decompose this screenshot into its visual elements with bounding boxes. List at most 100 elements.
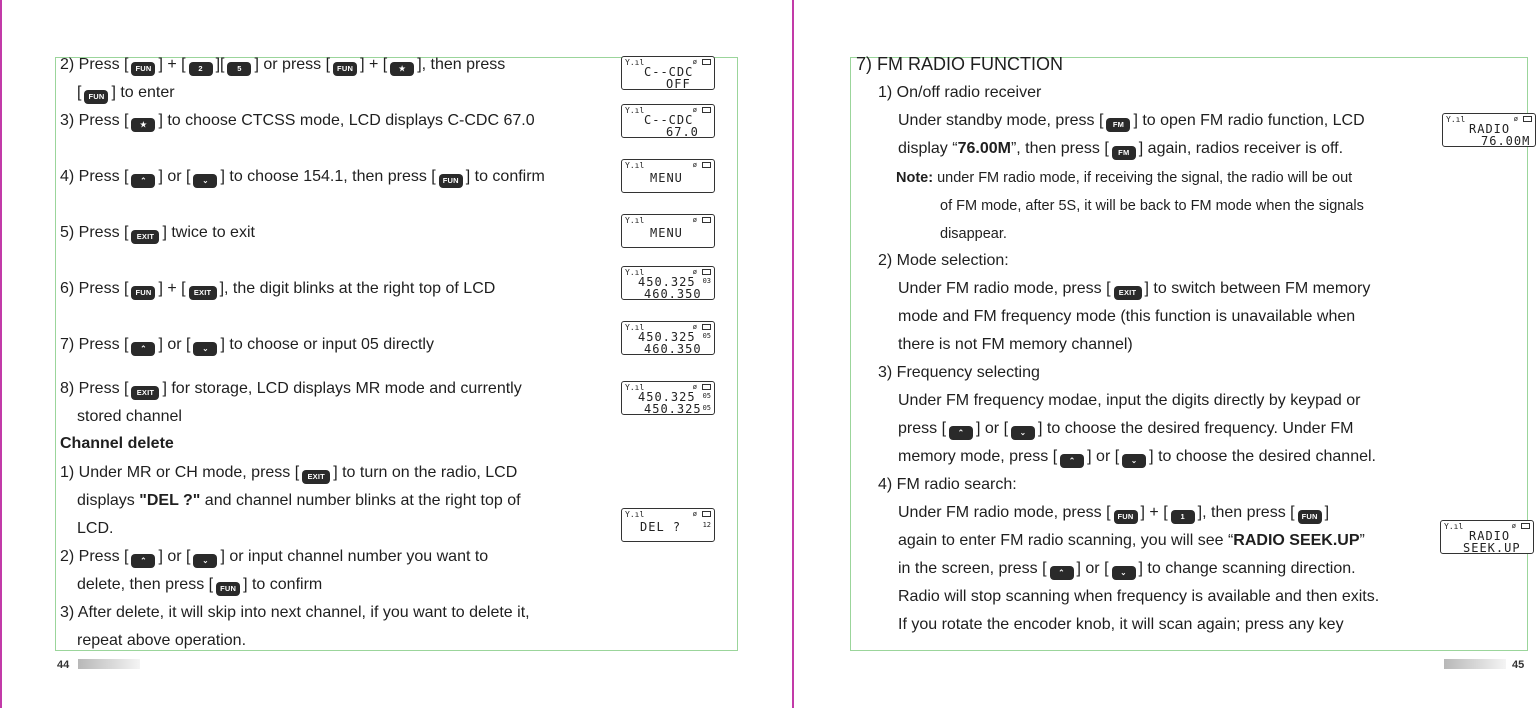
- note-line-3: disappear.: [940, 226, 1007, 242]
- down-key-icon: ⌄: [193, 342, 218, 356]
- fm-step-4a: Under FM radio mode, press [FUN] + [1], …: [898, 503, 1329, 524]
- fm-key-icon: FM: [1106, 118, 1131, 132]
- exit-key-icon: EXIT: [1113, 286, 1142, 300]
- step-7-line: 7) Press [⌃] or [⌄] to choose or input 0…: [60, 335, 434, 356]
- fm-step-2a: Under FM radio mode, press [EXIT] to swi…: [898, 279, 1370, 300]
- exit-key-icon: EXIT: [188, 286, 217, 300]
- left-page-panel: [55, 57, 738, 651]
- delete-step-2: 2) Press [⌃] or [⌄] or input channel num…: [60, 547, 488, 568]
- five-key-icon: 5: [227, 62, 252, 76]
- mode-icon: ø: [692, 106, 697, 114]
- battery-icon: [1523, 116, 1532, 122]
- delete-step-1-cont: displays "DEL ?" and channel number blin…: [77, 492, 521, 509]
- step-2-cont: [FUN] to enter: [77, 83, 175, 104]
- signal-icon: Y.ıl: [625, 58, 645, 67]
- page-number-right: 45: [1512, 659, 1525, 671]
- fm-key-icon: FM: [1111, 146, 1136, 160]
- page-bar-left: [78, 659, 140, 669]
- up-key-icon: ⌃: [131, 554, 156, 568]
- page-bar-right: [1444, 659, 1506, 669]
- two-key-icon: 2: [188, 62, 213, 76]
- down-key-icon: ⌄: [1111, 566, 1136, 580]
- fm-step-3a: Under FM frequency modae, input the digi…: [898, 392, 1361, 409]
- battery-icon: [702, 59, 711, 65]
- step-6-line: 6) Press [FUN] + [EXIT], the digit blink…: [60, 279, 495, 300]
- signal-icon: Y.ıl: [625, 510, 645, 519]
- mode-icon: ø: [692, 58, 697, 66]
- delete-step-3: 3) After delete, it will skip into next …: [60, 604, 530, 621]
- signal-icon: Y.ıl: [625, 383, 645, 392]
- battery-icon: [702, 269, 711, 275]
- mode-icon: ø: [692, 268, 697, 276]
- delete-step-1-cont2: LCD.: [77, 520, 114, 537]
- delete-step-3-cont: repeat above operation.: [77, 632, 247, 649]
- fm-step-2: 2) Mode selection:: [878, 252, 1009, 269]
- signal-icon: Y.ıl: [1444, 522, 1464, 531]
- fun-key-icon: FUN: [1113, 510, 1138, 524]
- step-4-line: 4) Press [⌃] or [⌄] to choose 154.1, the…: [60, 167, 545, 188]
- fun-key-icon: FUN: [216, 582, 241, 596]
- fm-step-2c: there is not FM memory channel): [898, 336, 1133, 353]
- mode-icon: ø: [692, 510, 697, 518]
- note-line-1: Note: under FM radio mode, if receiving …: [896, 170, 1353, 186]
- mode-icon: ø: [1511, 522, 1516, 530]
- fun-key-icon: FUN: [131, 62, 156, 76]
- up-key-icon: ⌃: [1049, 566, 1074, 580]
- fun-key-icon: FUN: [131, 286, 156, 300]
- star-key-icon: ★: [390, 62, 415, 76]
- fm-step-2b: mode and FM frequency mode (this functio…: [898, 308, 1356, 325]
- signal-icon: Y.ıl: [625, 161, 645, 170]
- battery-icon: [702, 324, 711, 330]
- fm-step-3: 3) Frequency selecting: [878, 364, 1040, 381]
- delete-step-1: 1) Under MR or CH mode, press [EXIT] to …: [60, 463, 517, 484]
- signal-icon: Y.ıl: [625, 106, 645, 115]
- exit-key-icon: EXIT: [131, 386, 160, 400]
- step-2-line: 2) Press [FUN] + [2][5] or press [FUN] +…: [60, 55, 505, 76]
- fm-radio-title: 7) FM RADIO FUNCTION: [856, 54, 1063, 74]
- battery-icon: [702, 384, 711, 390]
- battery-icon: [702, 217, 711, 223]
- down-key-icon: ⌄: [193, 174, 218, 188]
- spine-line: [792, 0, 794, 708]
- left-edge-line: [0, 0, 2, 708]
- star-key-icon: ★: [131, 118, 156, 132]
- fun-key-icon: FUN: [1297, 510, 1322, 524]
- fm-step-1b: display “76.00M”, then press [FM] again,…: [898, 139, 1343, 160]
- battery-icon: [702, 162, 711, 168]
- signal-icon: Y.ıl: [625, 323, 645, 332]
- step-8-line: 8) Press [EXIT] for storage, LCD display…: [60, 379, 522, 400]
- right-page-panel: [850, 57, 1528, 651]
- page-number-left: 44: [57, 659, 70, 671]
- channel-delete-heading: Channel delete: [60, 435, 174, 452]
- signal-icon: Y.ıl: [1446, 115, 1466, 124]
- up-key-icon: ⌃: [1060, 454, 1085, 468]
- mode-icon: ø: [692, 323, 697, 331]
- fun-key-icon: FUN: [84, 90, 109, 104]
- mode-icon: ø: [1513, 115, 1518, 123]
- signal-icon: Y.ıl: [625, 216, 645, 225]
- mode-icon: ø: [692, 383, 697, 391]
- note-line-2: of FM mode, after 5S, it will be back to…: [940, 198, 1364, 214]
- fm-step-4d: Radio will stop scanning when frequency …: [898, 588, 1380, 605]
- step-3-line: 3) Press [★] to choose CTCSS mode, LCD d…: [60, 111, 535, 132]
- exit-key-icon: EXIT: [131, 230, 160, 244]
- up-key-icon: ⌃: [131, 174, 156, 188]
- fm-step-3b: press [⌃] or [⌄] to choose the desired f…: [898, 419, 1353, 440]
- step-5-line: 5) Press [EXIT] twice to exit: [60, 223, 255, 244]
- fm-step-1: 1) On/off radio receiver: [878, 84, 1042, 101]
- one-key-icon: 1: [1170, 510, 1195, 524]
- down-key-icon: ⌄: [1011, 426, 1036, 440]
- fm-step-1a: Under standby mode, press [FM] to open F…: [898, 111, 1365, 132]
- fun-key-icon: FUN: [333, 62, 358, 76]
- fm-step-4: 4) FM radio search:: [878, 476, 1017, 493]
- battery-icon: [702, 511, 711, 517]
- mode-icon: ø: [692, 161, 697, 169]
